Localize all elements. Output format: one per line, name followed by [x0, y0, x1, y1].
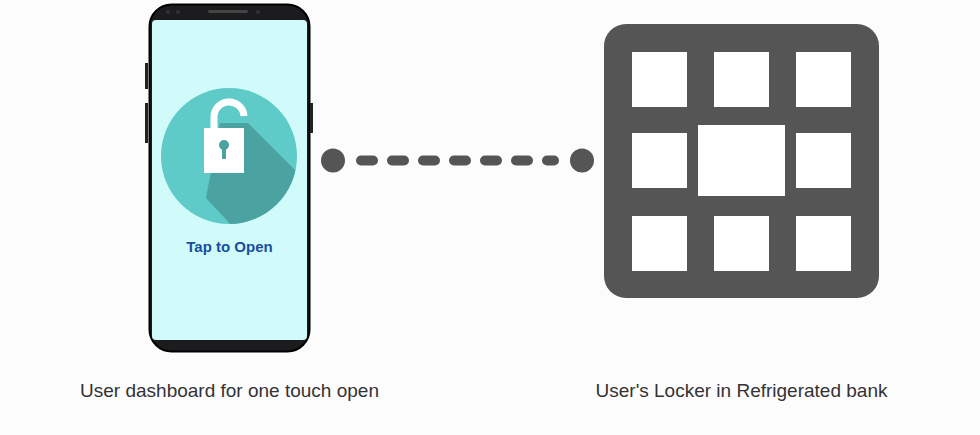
phone-device-outline — [148, 3, 311, 353]
phone-device: Tap to OpenUser dashboard for one touch … — [148, 3, 311, 353]
caption-text: User's Locker in Refrigerated bank — [592, 377, 892, 405]
locker-bank: User's Locker in Refrigerated bank — [604, 24, 879, 298]
dotted-connector — [321, 149, 594, 173]
locker-bank-outline — [604, 24, 879, 298]
button-label: Tap to Open — [148, 238, 311, 256]
caption-text: User dashboard for one touch open — [80, 377, 380, 405]
